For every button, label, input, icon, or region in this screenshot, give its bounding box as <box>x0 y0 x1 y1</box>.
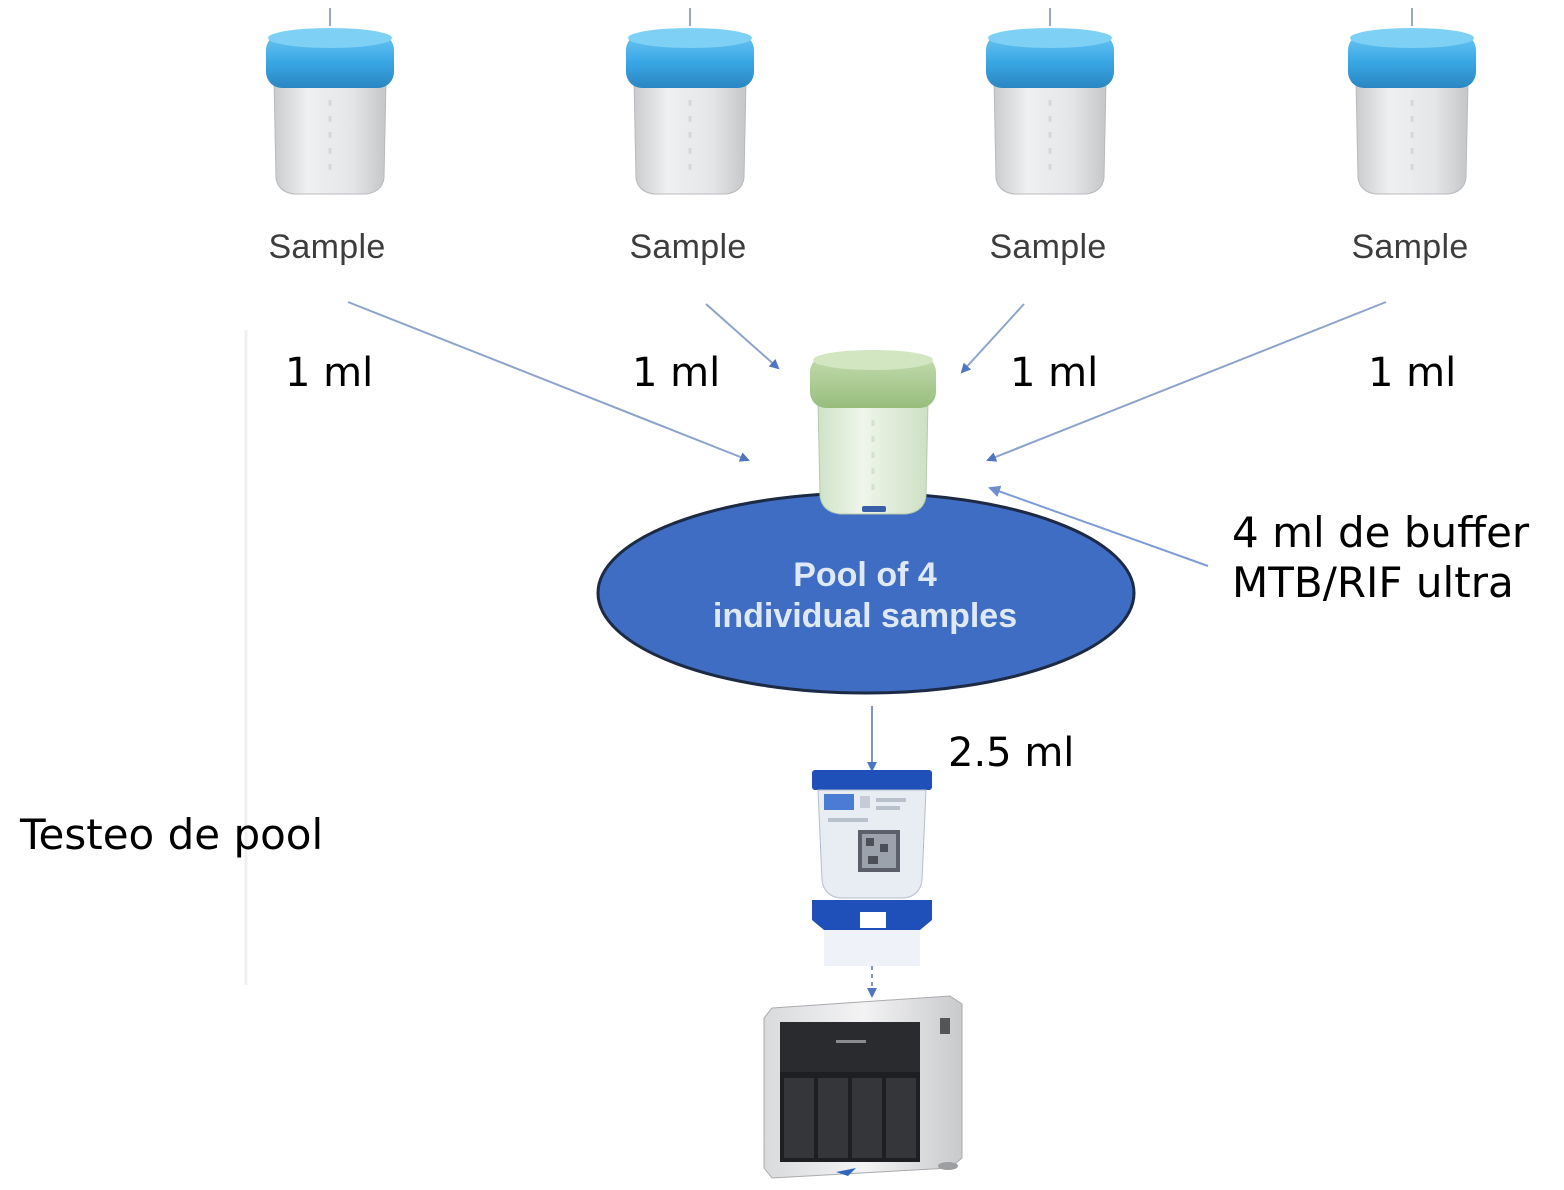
genexpert-machine <box>763 995 963 1179</box>
arrow-sample-2 <box>705 303 780 370</box>
buffer-label-line1: 4 ml de buffer <box>1232 508 1530 557</box>
pool-label-line1: Pool of 4 <box>793 556 937 594</box>
sample-jar-1 <box>266 8 394 195</box>
pool-label-line2: individual samples <box>712 597 1018 636</box>
sample-jar-3 <box>986 8 1114 195</box>
buffer-label: 4 ml de buffer MTB/RIF ultra <box>1232 508 1529 607</box>
volume-label-1: 1 ml <box>281 350 378 396</box>
volume-label-3: 1 ml <box>1006 350 1103 396</box>
arrow-sample-3 <box>960 303 1025 374</box>
sample-label-2: Sample <box>629 228 747 266</box>
sample-jar-4 <box>1348 8 1476 195</box>
sample-jar-2 <box>626 8 754 195</box>
buffer-arrow <box>988 485 1209 567</box>
buffer-label-line2: MTB/RIF ultra <box>1232 557 1514 607</box>
cartridge <box>812 770 932 966</box>
volume-label-2: 1 ml <box>628 350 725 396</box>
pool-label: Pool of 4 individual samples <box>640 555 1090 638</box>
sample-label-3: Sample <box>989 228 1107 266</box>
pool-jar <box>810 350 936 515</box>
pool-testing-label: Testeo de pool <box>20 810 324 859</box>
arrow-sample-4 <box>986 301 1387 462</box>
sample-label-1: Sample <box>268 228 386 266</box>
sample-label-4: Sample <box>1351 228 1469 266</box>
volume-label-4: 1 ml <box>1364 350 1461 396</box>
arrow-sample-1 <box>347 301 750 462</box>
transfer-volume-label: 2.5 ml <box>944 730 1079 776</box>
